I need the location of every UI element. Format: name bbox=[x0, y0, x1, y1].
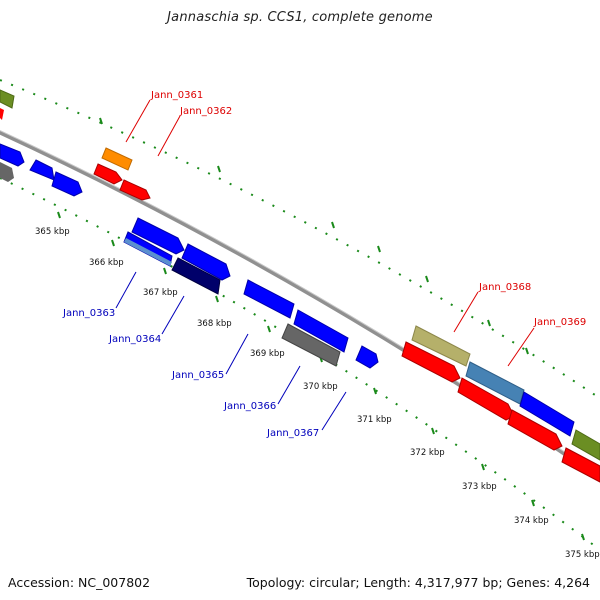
gene-arrow-jann-0364 bbox=[171, 257, 221, 295]
gene-arrow bbox=[561, 447, 600, 483]
gene-arrow-jann-0368 bbox=[411, 325, 471, 367]
gene-label-jann-0369: Jann_0369 bbox=[533, 317, 586, 328]
gene-arrow bbox=[0, 108, 4, 120]
kbp-label: 375 kbp bbox=[565, 550, 600, 560]
kbp-label: 369 kbp bbox=[250, 349, 285, 359]
gene-label-jann-0367: Jann_0367 bbox=[266, 428, 319, 439]
outer-tick-track bbox=[0, 79, 600, 400]
kbp-label: 365 kbp bbox=[35, 227, 70, 237]
gene-arrow bbox=[519, 391, 575, 437]
gene-arrow-jann-0367 bbox=[355, 345, 379, 369]
gene-arrow bbox=[571, 429, 600, 461]
kbp-label: 371 kbp bbox=[357, 415, 392, 425]
gene-label-jann-0368: Jann_0368 bbox=[478, 282, 531, 293]
kbp-label: 372 kbp bbox=[410, 448, 445, 458]
gene-arrow-jann-0365 bbox=[243, 279, 295, 319]
gene-features-bottom bbox=[0, 143, 379, 369]
kbp-label: 370 kbp bbox=[303, 382, 338, 392]
gene-arrow bbox=[124, 238, 172, 266]
gene-arrow bbox=[0, 162, 14, 182]
gene-arrow bbox=[131, 217, 185, 255]
kbp-labels: 365 kbp 366 kbp 367 kbp 368 kbp 369 kbp … bbox=[35, 227, 600, 560]
gene-label-jann-0364: Jann_0364 bbox=[108, 334, 161, 345]
genome-summary-text: Topology: circular; Length: 4,317,977 bp… bbox=[246, 575, 590, 590]
kbp-label: 374 kbp bbox=[514, 516, 549, 526]
gene-arrow bbox=[119, 179, 151, 201]
gene-labels: Jann_0361 Jann_0362 Jann_0368 Jann_0369 … bbox=[62, 90, 586, 439]
gene-arrow-jann-0366 bbox=[281, 323, 341, 367]
gene-label-jann-0362: Jann_0362 bbox=[179, 106, 232, 117]
gene-arrow bbox=[401, 341, 461, 383]
gene-label-jann-0361: Jann_0361 bbox=[150, 90, 203, 101]
gene-arrow-jann-0361 bbox=[101, 147, 133, 171]
gene-features-top bbox=[0, 89, 600, 483]
callout-lines bbox=[115, 99, 535, 431]
gene-arrow bbox=[0, 143, 25, 167]
kbp-label: 366 kbp bbox=[89, 258, 124, 268]
gene-arrow bbox=[293, 309, 349, 353]
gene-label-jann-0363: Jann_0363 bbox=[62, 308, 115, 319]
gene-arrow-jann-0362 bbox=[93, 163, 123, 185]
gene-arrow bbox=[29, 159, 55, 181]
gene-arrow bbox=[0, 89, 15, 109]
kbp-label: 373 kbp bbox=[462, 482, 497, 492]
gene-arrow bbox=[51, 171, 83, 197]
gene-arrow bbox=[181, 243, 231, 281]
major-ticks bbox=[57, 117, 585, 541]
accession-text: Accession: NC_007802 bbox=[8, 575, 151, 590]
gene-arrow bbox=[507, 409, 563, 451]
kbp-label: 368 kbp bbox=[197, 319, 232, 329]
gene-label-jann-0365: Jann_0365 bbox=[171, 370, 224, 381]
gene-arrow-jann-0369 bbox=[465, 361, 525, 405]
gene-label-jann-0366: Jann_0366 bbox=[223, 401, 276, 412]
genome-title: Jannaschia sp. CCS1, complete genome bbox=[167, 10, 433, 25]
kbp-label: 367 kbp bbox=[143, 288, 178, 298]
inner-tick-track bbox=[0, 177, 600, 551]
